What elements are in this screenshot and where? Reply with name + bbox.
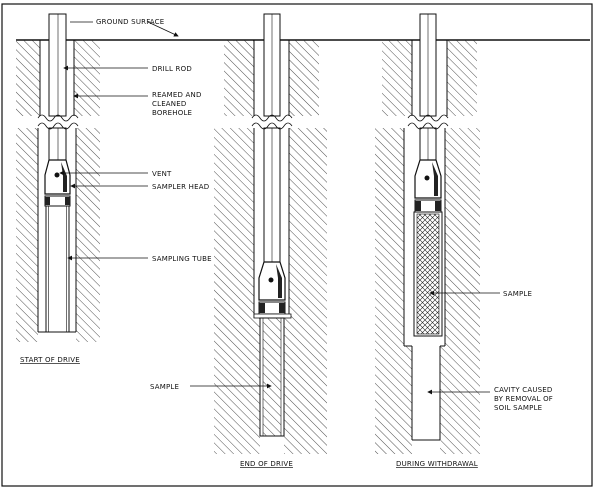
- soil-hatch: [289, 40, 319, 116]
- label-cavity: CAVITY CAUSED: [494, 386, 553, 394]
- soil-hatch: [289, 128, 327, 318]
- soil-hatch: [284, 318, 291, 454]
- panel-during-withdrawal: [375, 13, 480, 454]
- soil-hatch: [76, 128, 100, 342]
- caption-start-of-drive: START OF DRIVE: [20, 356, 80, 364]
- label-borehole: REAMED AND: [152, 91, 202, 99]
- soil-hatch: [214, 128, 254, 318]
- label-sampler-head: SAMPLER HEAD: [152, 183, 209, 191]
- soil-hatch: [445, 128, 480, 346]
- label-sampling-tube: SAMPLING TUBE: [152, 255, 212, 263]
- sampler-connector-shading: [279, 303, 285, 313]
- soil-hatch: [375, 128, 404, 346]
- leader-ground-surface: [147, 21, 179, 37]
- vent-dot: [54, 172, 60, 178]
- soil-hatch: [375, 346, 412, 454]
- soil-hatch: [16, 40, 40, 116]
- sampler-connector-shading: [435, 201, 441, 211]
- label-cavity: SOIL SAMPLE: [494, 404, 542, 412]
- break-mark: [407, 122, 449, 130]
- sampler-head-shading: [432, 162, 438, 196]
- drill-rod: [48, 127, 67, 161]
- label-cavity: BY REMOVAL OF: [494, 395, 553, 403]
- panel-end-of-drive: [214, 13, 327, 454]
- soil-hatch: [291, 318, 327, 454]
- label-sample-withdraw: SAMPLE: [503, 290, 532, 298]
- sampler-connector-shading: [45, 197, 50, 205]
- break-mark: [37, 114, 79, 122]
- break-mark: [37, 122, 79, 130]
- label-borehole: BOREHOLE: [152, 109, 192, 117]
- label-ground-surface: GROUND SURFACE: [96, 18, 164, 26]
- vent-dot: [424, 175, 430, 181]
- sampler-connector-shading: [415, 201, 421, 211]
- soil-sample: [416, 213, 440, 335]
- sampler-connector-shading: [259, 303, 265, 313]
- caption-during-withdrawal: DURING WITHDRAWAL: [396, 460, 478, 468]
- sampler-connector-shading: [65, 197, 70, 205]
- soil-hatch: [447, 40, 477, 116]
- vent-dot: [268, 277, 274, 283]
- label-vent: VENT: [152, 170, 172, 178]
- soil-hatch: [16, 128, 38, 342]
- sampler-head-shading: [276, 264, 282, 298]
- label-sample-drive: SAMPLE: [150, 383, 179, 391]
- break-mark: [251, 122, 293, 130]
- sampler-head-shading: [61, 162, 67, 192]
- panel-start-of-drive: [16, 13, 100, 342]
- soil-hatch: [440, 346, 480, 454]
- soil-hatch: [74, 40, 100, 116]
- sampling-tube: [45, 205, 70, 333]
- soil-hatch: [224, 40, 254, 116]
- soil-hatch: [382, 40, 412, 116]
- caption-end-of-drive: END OF DRIVE: [240, 460, 293, 468]
- break-mark: [407, 114, 449, 122]
- label-borehole: CLEANED: [152, 100, 186, 108]
- drill-rod: [48, 13, 67, 117]
- label-drill-rod: DRILL ROD: [152, 65, 192, 73]
- sample-in-tube: [263, 318, 281, 436]
- break-mark: [251, 114, 293, 122]
- diagram-frame: [1, 3, 593, 487]
- borehole-ledge: [253, 313, 292, 319]
